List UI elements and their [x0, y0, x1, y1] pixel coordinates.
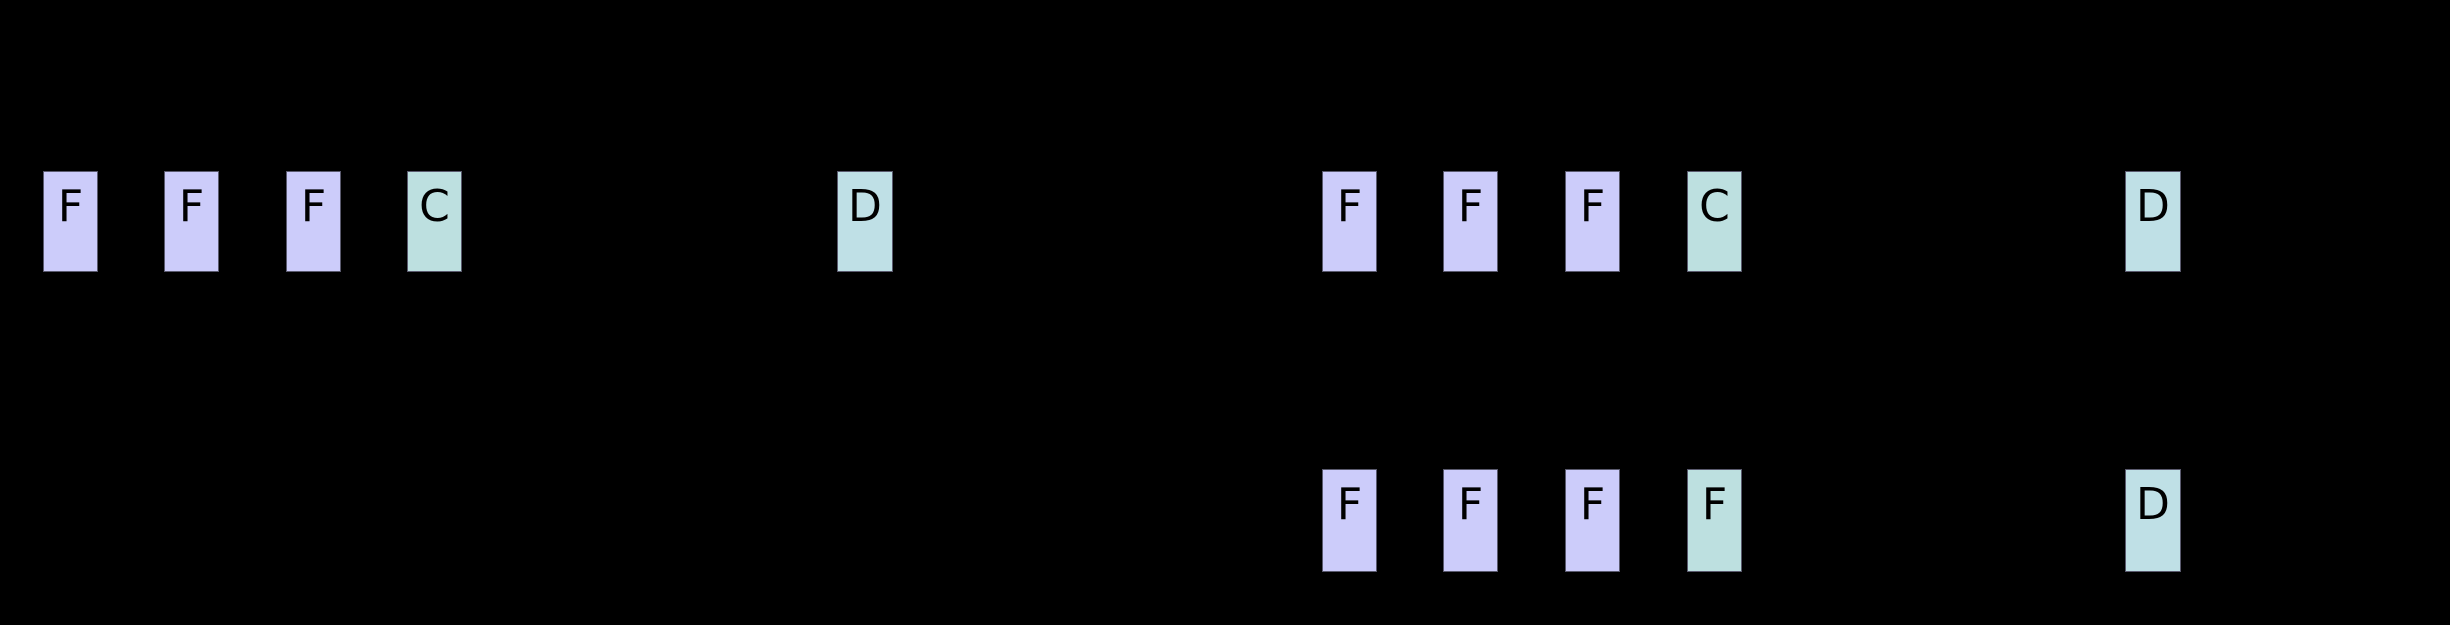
token-block-f[interactable]: F [164, 171, 219, 272]
token-block-f[interactable]: F [43, 171, 98, 272]
token-block-d[interactable]: D [837, 171, 893, 272]
token-block-f[interactable]: F [1565, 171, 1620, 272]
token-block-d[interactable]: D [2125, 171, 2181, 272]
token-block-f[interactable]: F [1322, 171, 1377, 272]
token-block-f[interactable]: F [1322, 469, 1377, 572]
token-block-f[interactable]: F [1443, 171, 1498, 272]
token-block-f[interactable]: F [1565, 469, 1620, 572]
token-block-f[interactable]: F [1687, 469, 1742, 572]
token-block-d[interactable]: D [2125, 469, 2181, 572]
token-block-c[interactable]: C [407, 171, 462, 272]
token-block-f[interactable]: F [1443, 469, 1498, 572]
token-block-f[interactable]: F [286, 171, 341, 272]
token-block-c[interactable]: C [1687, 171, 1742, 272]
